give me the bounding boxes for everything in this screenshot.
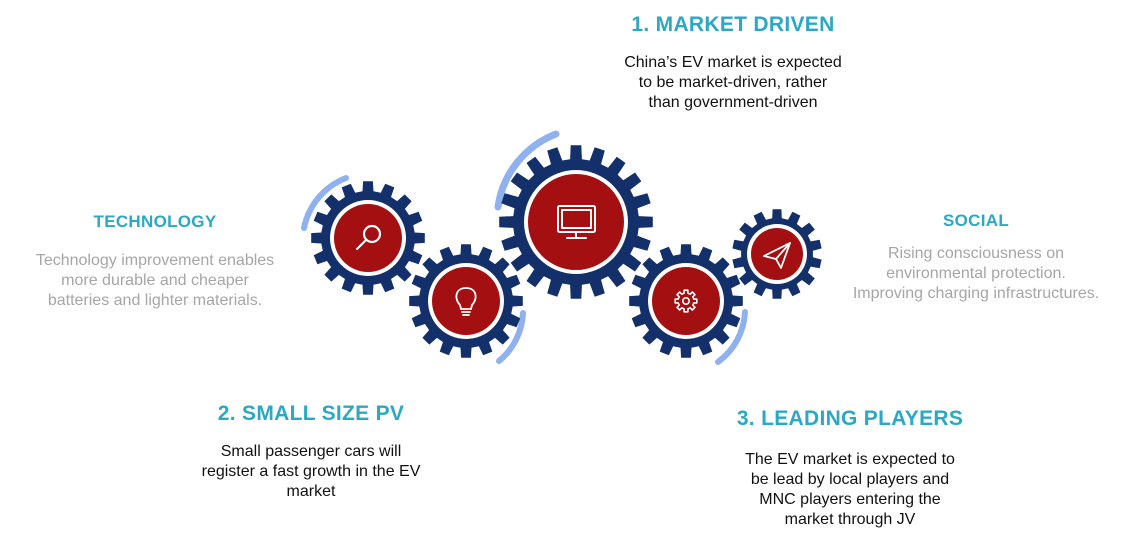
social-line: Improving charging infrastructures. [852, 285, 1100, 302]
monitor-icon [557, 205, 596, 239]
gear-teeth [311, 181, 425, 295]
gear-center [652, 267, 720, 335]
magnifier-icon [355, 224, 382, 251]
small-size-pv-title: 2. SMALL SIZE PV [217, 402, 405, 425]
motion-arc [496, 310, 526, 364]
gear-teeth [499, 145, 653, 299]
gear-center [334, 204, 402, 272]
gear-technology [311, 181, 425, 295]
leading-players-line: be lead by local players and [750, 471, 950, 488]
gear-icon [674, 289, 698, 313]
technology-description: Technology improvement enables more dura… [5, 251, 305, 311]
gear-market-driven [499, 145, 653, 299]
market-driven-line: to be market-driven, rather [638, 74, 828, 91]
market-driven-title: 1. MARKET DRIVEN [631, 13, 835, 36]
small-size-pv-line: market [286, 483, 336, 500]
lightbulb-icon [455, 287, 477, 316]
motion-arc [494, 130, 560, 211]
small-size-pv-description: Small passenger cars will register a fas… [161, 442, 461, 502]
gear-social [732, 209, 822, 299]
gear-teeth [629, 244, 743, 358]
market-driven-line: than government-driven [648, 94, 818, 111]
gear-center [528, 174, 624, 270]
social-description: Rising consciousness on environmental pr… [826, 244, 1126, 304]
technology-line: batteries and lighter materials. [47, 292, 263, 309]
social-title: SOCIAL [942, 211, 1010, 230]
gear-teeth [732, 209, 822, 299]
gear-leading-players [629, 244, 743, 358]
leading-players-line: market through JV [784, 511, 916, 528]
technology-line: more durable and cheaper [61, 272, 249, 289]
technology-line: Technology improvement enables [35, 252, 275, 269]
market-driven-description: China’s EV market is expected to be mark… [583, 53, 883, 113]
small-size-pv-line: register a fast growth in the EV [201, 463, 421, 480]
market-driven-line: China’s EV market is expected [624, 54, 842, 71]
gear-center [432, 267, 500, 335]
gear-small-size-pv [409, 244, 523, 358]
social-line: Rising consciousness on [887, 245, 1065, 262]
motion-arc [301, 175, 349, 231]
leading-players-description: The EV market is expected to be lead by … [700, 450, 1000, 530]
leading-players-title: 3. LEADING PLAYERS [736, 407, 964, 430]
gear-center [751, 228, 803, 280]
leading-players-line: The EV market is expected to [745, 451, 955, 468]
paper-plane-icon [763, 242, 791, 269]
gear-teeth [409, 244, 523, 358]
leading-players-line: MNC players entering the [759, 491, 941, 508]
small-size-pv-line: Small passenger cars will [220, 443, 402, 460]
social-line: environmental protection. [886, 265, 1066, 282]
gear-icon-hole [681, 296, 690, 305]
technology-title: TECHNOLOGY [93, 212, 217, 231]
motion-arc [715, 309, 748, 365]
